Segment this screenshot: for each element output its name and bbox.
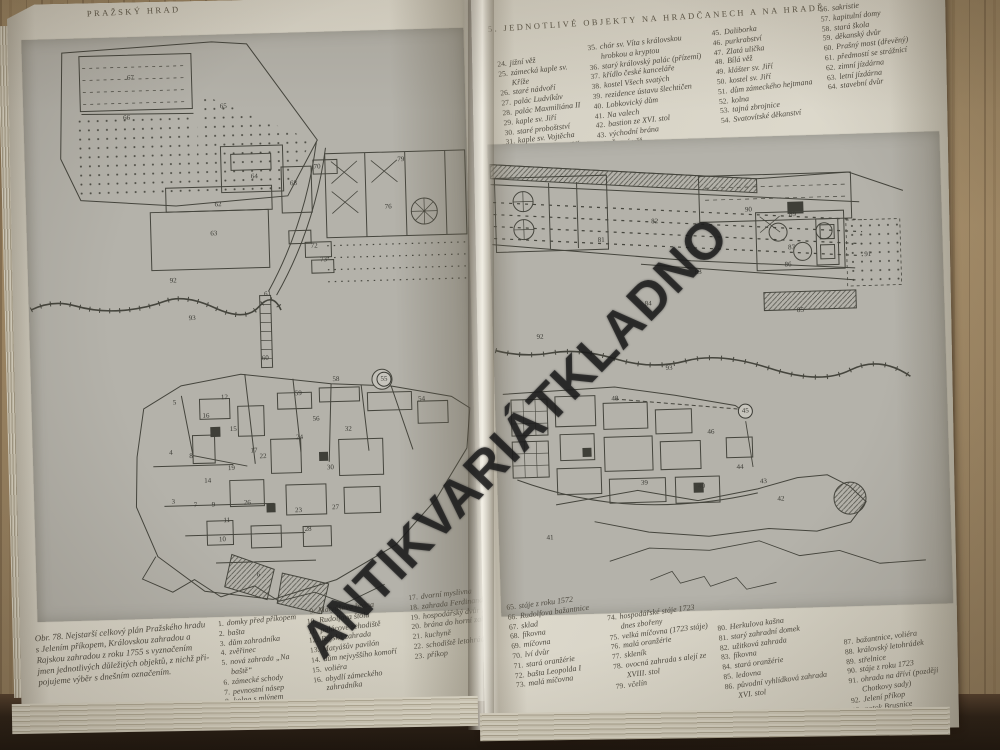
plan-number-label: 19 bbox=[227, 463, 236, 473]
plan-number-label: 24 bbox=[295, 432, 304, 442]
plan-number-label: 4 bbox=[169, 448, 173, 457]
plan-number-label: 68 bbox=[289, 179, 298, 188]
plan-number-label: 86 bbox=[784, 260, 792, 269]
plan-number-label: 89 bbox=[788, 210, 797, 219]
plan-number-label: 62 bbox=[214, 200, 222, 209]
plan-number-label: 85 bbox=[796, 305, 805, 315]
book-page-right: 5. JEDNOTLIVÉ OBJEKTY NA HRADČANECH A NA… bbox=[470, 0, 960, 737]
plan-number-label: 91 bbox=[864, 249, 872, 259]
plan-number-label: 66 bbox=[122, 113, 131, 122]
plan-number-label: 39 bbox=[640, 478, 649, 487]
plan-number-label: 48 bbox=[611, 394, 619, 403]
plan-number-label: 63 bbox=[210, 229, 218, 238]
plan-number-label: 64 bbox=[250, 172, 258, 181]
book-page-left: PRAŽSKÝ HRAD 140 bbox=[7, 0, 488, 711]
plan-number-label: 65 bbox=[219, 101, 227, 111]
plan-number-label: 92 bbox=[536, 332, 544, 341]
legend-item-number: 64. bbox=[827, 81, 838, 92]
legend-item-number: 74. bbox=[606, 612, 618, 623]
legend-item-number: 79. bbox=[615, 680, 626, 691]
legend-item-number: 91. bbox=[848, 675, 859, 686]
legend-item-number: 5. bbox=[221, 657, 228, 668]
legend-item-number: 86. bbox=[724, 680, 735, 692]
plan-number-label: 81 bbox=[597, 235, 605, 244]
plan-number-label: 90 bbox=[744, 205, 753, 214]
legend-item-number: 23. bbox=[414, 650, 425, 661]
plan-number-label: 61 bbox=[263, 289, 272, 299]
plan-number-label: 32 bbox=[344, 424, 352, 433]
plan-number-label: 15 bbox=[229, 424, 237, 434]
plan-number-label: 14 bbox=[204, 476, 212, 485]
castle-plan-east-drawing bbox=[489, 164, 926, 590]
plan-number-label: 3 bbox=[171, 497, 176, 506]
plan-number-label: 44 bbox=[736, 462, 744, 471]
plan-number-label: 6 bbox=[256, 570, 261, 579]
plan-number-label: 82 bbox=[651, 217, 659, 226]
plan-number-label: 5 bbox=[172, 398, 177, 407]
plan-number-label: 46 bbox=[707, 427, 715, 436]
plan-number-label: 42 bbox=[777, 494, 785, 503]
plan-number-label: 93 bbox=[665, 363, 673, 373]
legend-column-35-44: 35.chór sv. Víta s královskou hrobkou a … bbox=[581, 31, 710, 151]
plan-number-label: 7 bbox=[193, 500, 198, 510]
legend-item-number: 25. bbox=[497, 68, 509, 79]
plan-number-label: 87 bbox=[787, 243, 796, 252]
plan-number-label: 22 bbox=[259, 452, 267, 461]
plan-number-label: 43 bbox=[759, 477, 768, 486]
legend-item-number: 16. bbox=[312, 674, 323, 685]
legend-item-number: 73. bbox=[515, 679, 526, 690]
plan-number-label: 30 bbox=[326, 463, 335, 472]
plan-number-label: 17 bbox=[250, 446, 258, 455]
plan-number-label: 73 bbox=[320, 255, 328, 264]
plan-number-label: 56 bbox=[312, 414, 320, 423]
plan-number-label: 79 bbox=[397, 155, 405, 164]
book-gutter bbox=[468, 0, 494, 730]
plan-number-label: 67 bbox=[126, 73, 135, 82]
plan-number-label: 92 bbox=[169, 276, 177, 285]
plan-number-label: 12 bbox=[220, 393, 229, 402]
plan-number-label: 59 bbox=[294, 389, 302, 398]
plan-number-label: 60 bbox=[261, 353, 269, 363]
plan-number-label: 41 bbox=[546, 533, 554, 542]
plan-number-label: 40 bbox=[697, 481, 706, 491]
legend-item-number: 54. bbox=[720, 115, 731, 126]
legend-item-number: 78. bbox=[612, 660, 624, 671]
plan-number-label: 58 bbox=[332, 374, 340, 384]
plan-number-label: 11 bbox=[223, 516, 231, 525]
plan-number-label: 8 bbox=[189, 452, 193, 461]
legend-item-number: 35. bbox=[587, 42, 598, 53]
plan-number-label: 76 bbox=[384, 202, 392, 211]
running-header-left: PRAŽSKÝ HRAD bbox=[86, 4, 181, 19]
plan-number-label: 93 bbox=[188, 313, 196, 323]
plan-number-label: 9 bbox=[211, 500, 216, 509]
plan-number-label: 27 bbox=[331, 503, 340, 512]
plan-number-label: 54 bbox=[417, 394, 426, 403]
castle-plan-west-drawing bbox=[21, 28, 479, 622]
plan-number-label: 10 bbox=[218, 535, 226, 544]
plan-number-label: 26 bbox=[243, 498, 251, 507]
plan-number-label: 28 bbox=[304, 524, 312, 533]
plan-number-label: 23 bbox=[294, 506, 303, 515]
plan-number-label: 16 bbox=[202, 411, 210, 420]
plan-number-label: 70 bbox=[313, 162, 321, 171]
plan-number-label: 72 bbox=[310, 241, 318, 250]
